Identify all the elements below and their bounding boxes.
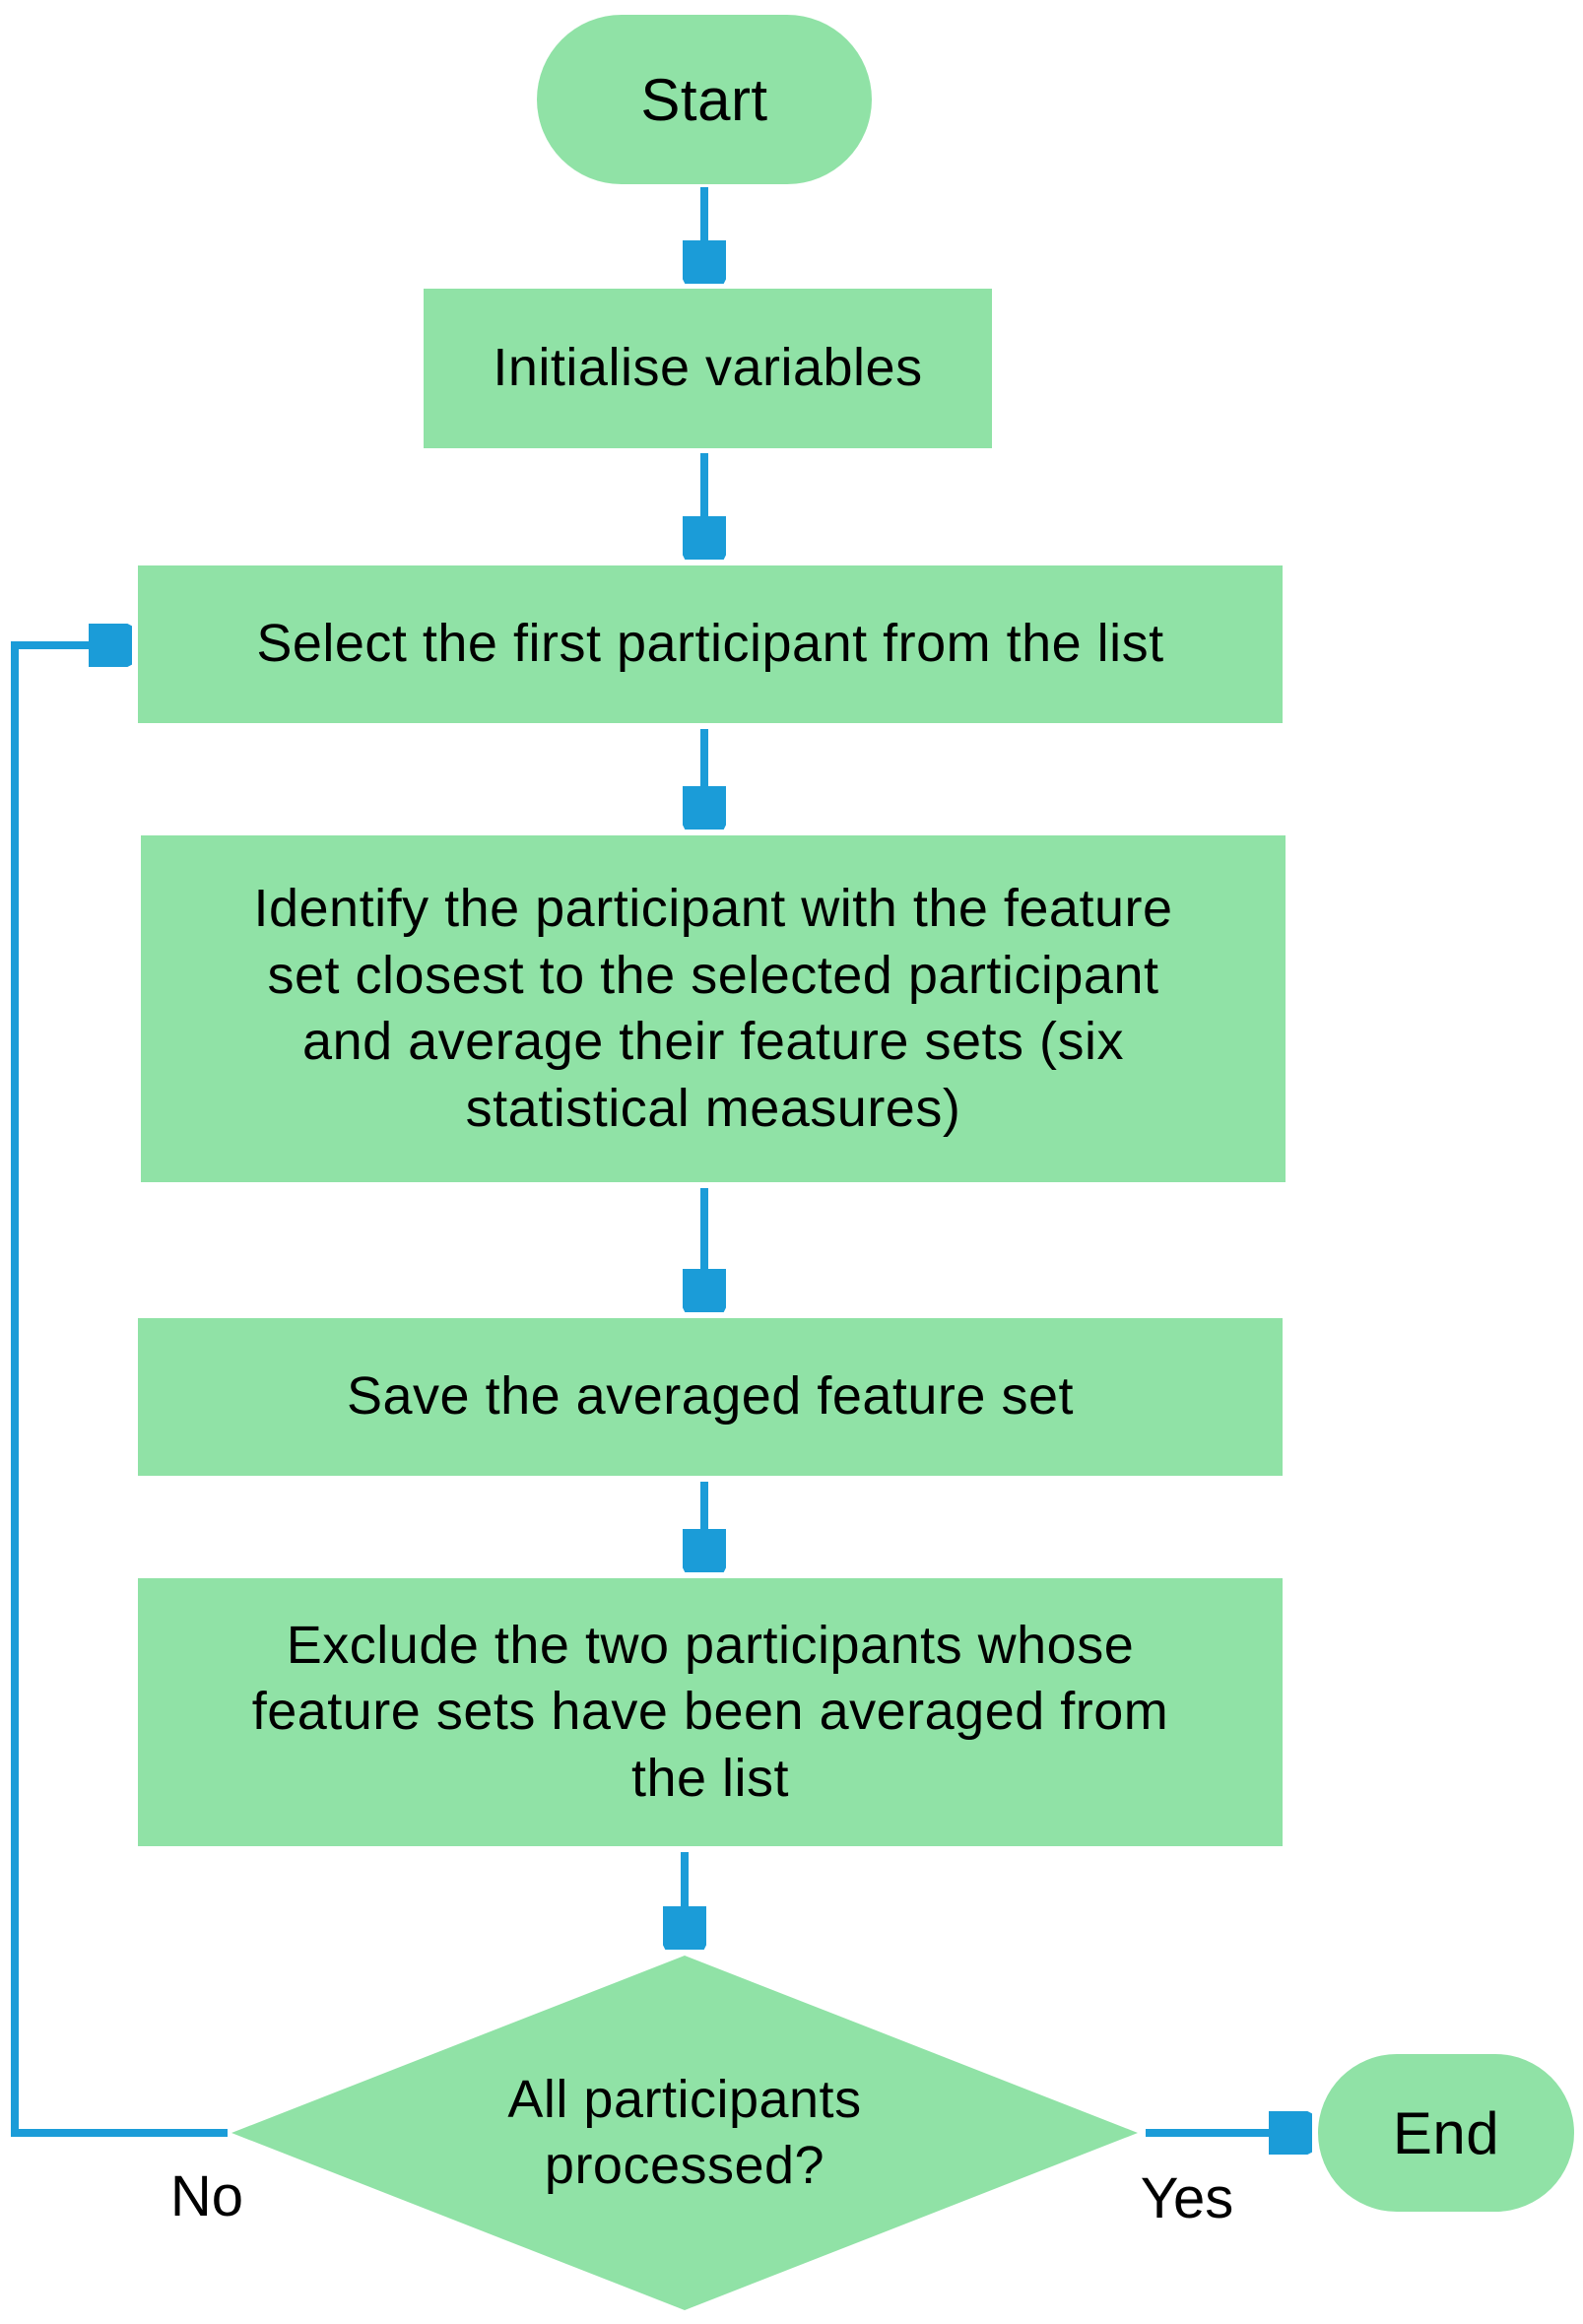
identify-label: Identify the participant with the featur… [253,879,1173,1138]
save-label: Save the averaged feature set [347,1366,1074,1427]
decision-node: All participants processed? [231,1956,1138,2310]
process-node-initialise: Initialise variables [424,289,992,448]
edge-label-no: No [169,2164,244,2228]
process-node-select: Select the first participant from the li… [138,565,1283,723]
process-node-identify: Identify the participant with the featur… [141,835,1286,1182]
process-node-save: Save the averaged feature set [138,1318,1283,1476]
end-node: End [1318,2054,1574,2212]
process-node-exclude: Exclude the two participants whose featu… [138,1578,1283,1846]
select-label: Select the first participant from the li… [256,614,1164,674]
exclude-label: Exclude the two participants whose featu… [251,1615,1169,1808]
initialise-label: Initialise variables [493,338,923,398]
start-node: Start [537,15,872,184]
end-label: End [1392,2099,1500,2166]
edge-label-yes: Yes [1140,2166,1234,2230]
start-label: Start [640,66,768,133]
decision-label: All participants processed? [507,2069,862,2196]
